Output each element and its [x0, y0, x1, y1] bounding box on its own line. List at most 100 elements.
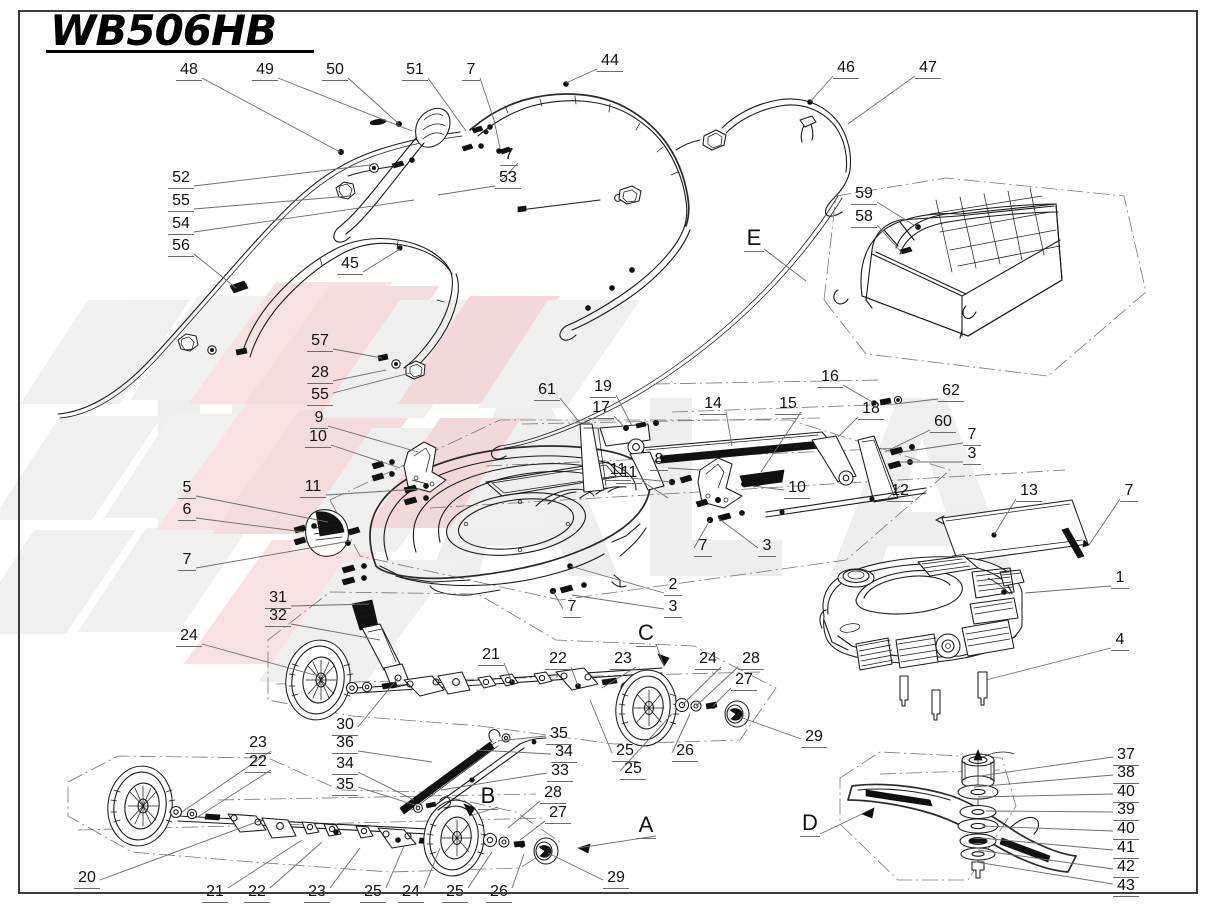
callout-48: 48: [176, 62, 202, 81]
callout-27: 27: [731, 672, 757, 691]
callout-7: 7: [500, 147, 518, 166]
hardware-60-7-3: [887, 444, 915, 470]
hardware-52-55-54: [335, 157, 415, 200]
outboard-hardware-rear: [674, 697, 750, 728]
callout-55: 55: [307, 387, 333, 406]
callout-15: 15: [775, 396, 801, 415]
callout-7: 7: [694, 538, 712, 557]
callout-11: 11: [300, 479, 326, 498]
callout-22: 22: [245, 754, 271, 773]
hubcap-29b: [533, 837, 559, 865]
callout-43: 43: [1113, 878, 1139, 897]
callout-C: C: [636, 622, 656, 647]
callout-1: 1: [1111, 570, 1129, 589]
callout-10: 10: [784, 480, 810, 499]
callout-16: 16: [817, 369, 843, 388]
hoop-end-hardware: [177, 333, 426, 380]
blade-assembly-group: [839, 749, 1077, 881]
blade-fastener-stack: [957, 751, 999, 879]
callout-28: 28: [540, 785, 566, 804]
hardware-17-19: [623, 420, 659, 431]
callout-35: 35: [332, 777, 358, 796]
shield-plate-13: [935, 499, 1090, 563]
callout-11: 11: [616, 465, 642, 484]
callout-46: 46: [833, 60, 859, 79]
callout-25: 25: [620, 761, 646, 780]
callout-40: 40: [1113, 784, 1139, 803]
right-bracket-8: [697, 457, 743, 509]
callout-57: 57: [307, 333, 333, 352]
callout-12: 12: [887, 483, 913, 502]
hardware-right-bracket: [668, 474, 765, 508]
title-underline: [46, 50, 314, 53]
callout-52: 52: [168, 170, 194, 189]
callout-22: 22: [545, 651, 571, 670]
callout-7: 7: [178, 552, 196, 571]
callout-24: 24: [398, 884, 424, 903]
callout-26: 26: [672, 743, 698, 762]
callout-21: 21: [202, 884, 228, 903]
callout-9: 9: [310, 410, 328, 429]
callout-42: 42: [1113, 859, 1139, 878]
handle-grip-51: [415, 107, 451, 148]
callout-18: 18: [858, 401, 884, 420]
callout-34: 34: [332, 756, 358, 775]
upper-handle-assembly: [57, 81, 852, 460]
bag-hooks: [833, 224, 977, 320]
engine-assembly: [819, 555, 1025, 721]
callout-54: 54: [168, 216, 194, 235]
hardware-7-left: [341, 563, 367, 586]
pin-53: [517, 185, 642, 213]
starter-rod-group: [399, 728, 547, 815]
callout-49: 49: [252, 62, 278, 81]
height-sector-5: [293, 509, 361, 557]
left-bracket-9: [403, 441, 447, 493]
outboard-hardware-front: [482, 832, 559, 865]
callout-5: 5: [178, 480, 196, 499]
callout-30: 30: [332, 717, 358, 736]
callout-29: 29: [801, 729, 827, 748]
height-lever-31: [351, 599, 411, 689]
callout-39: 39: [1113, 802, 1139, 821]
wheel-left-front: [107, 765, 176, 847]
callout-B: B: [478, 785, 498, 810]
callout-36: 36: [332, 735, 358, 754]
callout-3: 3: [963, 446, 981, 465]
callout-3: 3: [664, 599, 682, 618]
callout-27: 27: [545, 805, 571, 824]
callout-23: 23: [245, 735, 271, 754]
callout-59: 59: [851, 186, 877, 205]
callout-E: E: [744, 227, 764, 252]
callout-23: 23: [304, 884, 330, 903]
callout-53: 53: [495, 170, 521, 189]
callout-7: 7: [462, 62, 480, 81]
callout-28: 28: [307, 365, 333, 384]
callout-47: 47: [915, 60, 941, 79]
callout-40: 40: [1113, 821, 1139, 840]
callout-17: 17: [588, 400, 614, 419]
engine-fins: [855, 633, 939, 671]
callout-7: 7: [963, 427, 981, 446]
callout-2: 2: [664, 577, 682, 596]
grass-catcher-assembly: [823, 177, 1147, 377]
callout-45: 45: [337, 256, 363, 275]
engine-mount-bolts: [899, 671, 988, 721]
callout-32: 32: [265, 608, 291, 627]
callout-41: 41: [1113, 840, 1139, 859]
hardware-7-3-front: [549, 582, 587, 595]
callout-44: 44: [597, 53, 623, 72]
callout-61: 61: [534, 382, 560, 401]
callout-55: 55: [168, 193, 194, 212]
hubcap-29: [724, 700, 750, 728]
callout-28: 28: [738, 651, 764, 670]
callout-23: 23: [610, 651, 636, 670]
hardware-7-3-right: [706, 510, 745, 524]
callout-33: 33: [547, 763, 573, 782]
callout-60: 60: [930, 414, 956, 433]
callout-62: 62: [938, 383, 964, 402]
callout-25: 25: [360, 884, 386, 903]
callout-3: 3: [758, 538, 776, 557]
callout-10: 10: [305, 429, 331, 448]
lever-47: [799, 115, 817, 143]
